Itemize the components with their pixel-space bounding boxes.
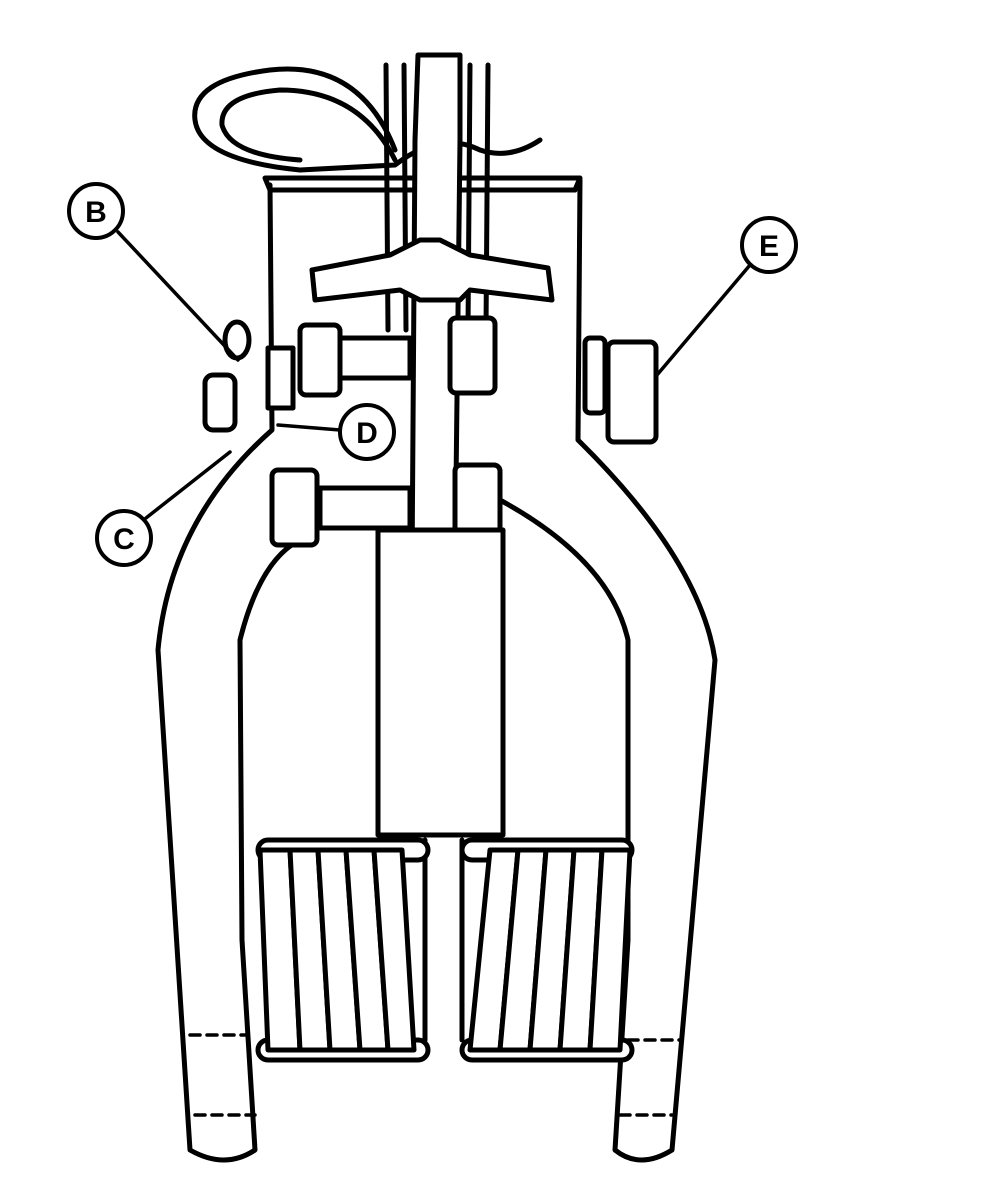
nut-e [605,339,659,445]
svg-text:B: B [85,196,107,229]
top-plate [262,175,583,193]
left-outer-arm [155,182,303,1163]
left-coil-spring [255,837,431,1063]
right-outer-arm [497,177,718,1163]
leader-c [144,450,232,520]
leader-d [276,423,342,432]
leader-e [655,263,752,377]
callout-b: B [67,182,125,240]
callout-c: C [95,509,153,567]
callout-e: E [740,216,798,274]
upper-bolt-head [297,322,343,398]
knob-c [202,372,238,433]
leader-b [116,230,240,362]
t-crossbar [309,237,555,303]
cotter-ring [222,319,252,361]
svg-text:C: C [113,523,135,556]
upper-nut [447,315,498,396]
svg-text:D: D [356,417,378,450]
callout-d: D [338,403,396,461]
lower-bolt-thread [317,485,413,531]
washer-b [265,345,296,411]
washer-e [582,335,608,416]
cotter-pin [192,66,543,173]
cotter-pin-inner [219,87,398,163]
upper-bolt-thread [337,335,413,381]
svg-text:E: E [759,230,779,263]
lower-bolt-head [269,467,320,548]
right-coil-spring [459,837,635,1063]
center-block [375,527,506,838]
